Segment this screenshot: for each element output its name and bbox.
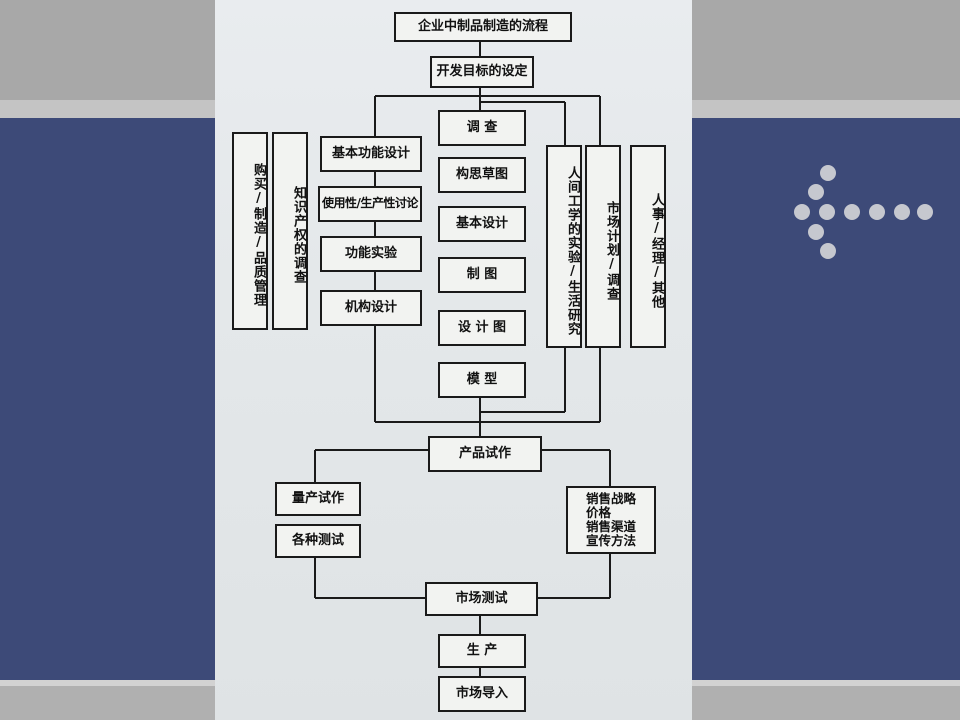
mass-trial-box: 量产试作	[275, 482, 361, 516]
vertical-box-personnel: 人事/经理/其他	[630, 145, 666, 348]
vertical-box-purchase: 购买/制造/品质管理	[232, 132, 268, 330]
center-step-2: 构思草图	[438, 157, 526, 193]
production-box: 生 产	[438, 634, 526, 668]
design-step-2: 使用性/生产性讨论	[318, 186, 422, 222]
center-step-1: 调 查	[438, 110, 526, 146]
center-step-3: 基本设计	[438, 206, 526, 242]
market-test-box: 市场测试	[425, 582, 538, 616]
trial-box: 产品试作	[428, 436, 542, 472]
start-box: 开发目标的设定	[430, 56, 534, 88]
market-launch-box: 市场导入	[438, 676, 526, 712]
vertical-box-market-plan: 市场计划/调查	[585, 145, 621, 348]
title-box: 企业中制品制造的流程	[394, 12, 572, 42]
center-step-6: 模 型	[438, 362, 526, 398]
center-step-4: 制 图	[438, 257, 526, 293]
sales-strategy-box: 销售战略 价格 销售渠道 宣传方法	[566, 486, 656, 554]
design-step-4: 机构设计	[320, 290, 422, 326]
design-step-1: 基本功能设计	[320, 136, 422, 172]
design-step-3: 功能实验	[320, 236, 422, 272]
vertical-box-ip-survey: 知识产权的调查	[272, 132, 308, 330]
center-step-5: 设 计 图	[438, 310, 526, 346]
vertical-box-ergonomics: 人间工学的实验/生活研究	[546, 145, 582, 348]
tests-box: 各种测试	[275, 524, 361, 558]
